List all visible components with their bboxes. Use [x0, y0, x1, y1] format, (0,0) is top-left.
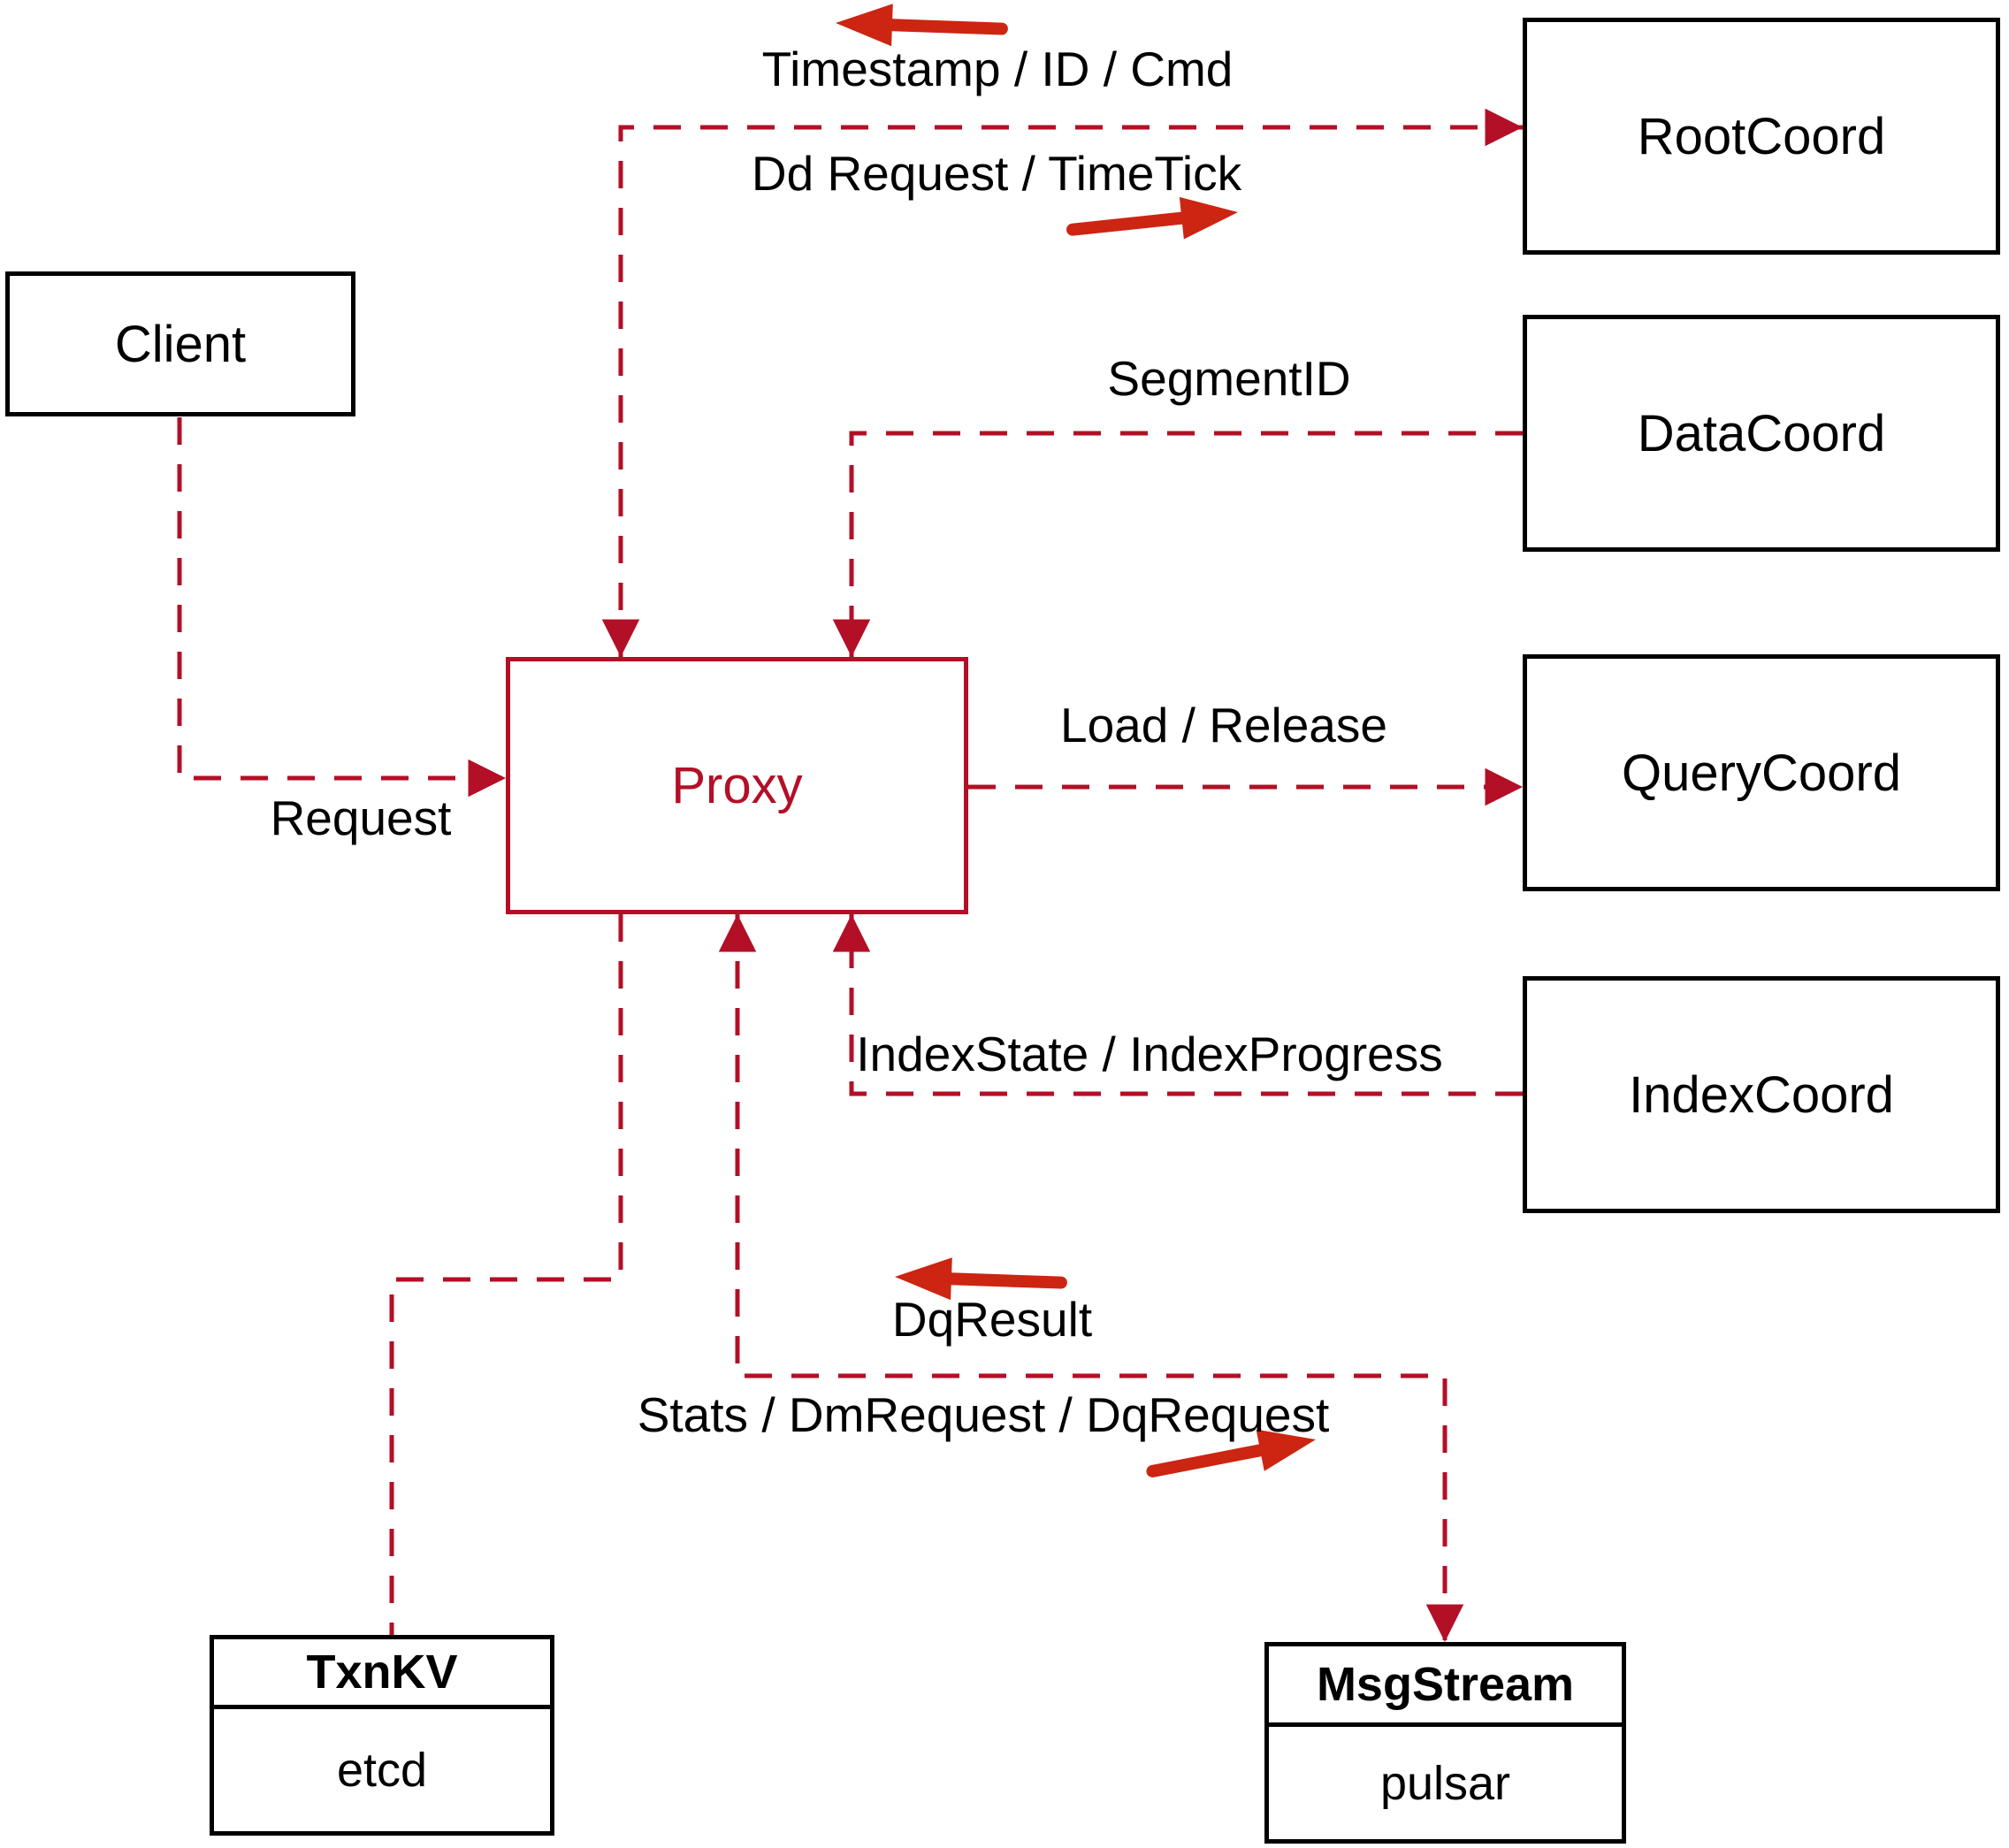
node-indexcoord: IndexCoord	[1523, 976, 2000, 1213]
node-client: Client	[5, 271, 355, 416]
arrow-right-stats-icon	[1146, 1429, 1316, 1478]
node-datacoord: DataCoord	[1523, 315, 2000, 552]
edge-label-dq-result: DqResult	[891, 1292, 1093, 1347]
edge-label-request: Request	[270, 790, 452, 845]
edge-label-dd-request: Dd Request / TimeTick	[751, 146, 1242, 201]
edge-label-segment-id: SegmentID	[1107, 351, 1351, 406]
arrow-right-dd-request-icon	[1066, 196, 1238, 240]
node-txnkv-impl: etcd	[214, 1709, 550, 1831]
node-txnkv-title: TxnKV	[214, 1639, 550, 1709]
edge-proxy-to-txnkv	[389, 914, 623, 1635]
node-proxy-label: Proxy	[671, 757, 803, 814]
node-indexcoord-label: IndexCoord	[1629, 1065, 1894, 1124]
node-client-label: Client	[114, 315, 247, 373]
edge-label-index-state: IndexState / IndexProgress	[856, 1027, 1443, 1081]
node-datacoord-label: DataCoord	[1637, 404, 1886, 462]
node-querycoord-label: QueryCoord	[1622, 744, 1901, 802]
edge-label-timestamp: Timestamp / ID / Cmd	[761, 42, 1234, 96]
edge-client-to-proxy	[177, 417, 506, 798]
node-msgstream: MsgStream pulsar	[1264, 1642, 1626, 1844]
node-txnkv: TxnKV etcd	[210, 1635, 554, 1836]
arrow-left-timestamp-icon	[836, 4, 1008, 47]
edge-proxy-rootcoord	[601, 108, 1523, 657]
edge-label-stats: Stats / DmRequest / DqRequest	[637, 1387, 1330, 1442]
node-rootcoord-label: RootCoord	[1637, 107, 1886, 165]
node-proxy: Proxy	[506, 657, 968, 914]
node-msgstream-impl-text: pulsar	[1379, 1756, 1511, 1810]
edge-label-load-release: Load / Release	[1060, 698, 1387, 752]
node-msgstream-title-text: MsgStream	[1316, 1658, 1575, 1711]
arrow-left-dqresult-icon	[895, 1257, 1067, 1301]
node-msgstream-impl: pulsar	[1269, 1727, 1622, 1839]
edge-proxy-msgstream	[718, 914, 1464, 1642]
node-msgstream-title: MsgStream	[1269, 1646, 1622, 1727]
node-txnkv-title-text: TxnKV	[306, 1646, 458, 1699]
node-txnkv-impl-text: etcd	[336, 1744, 428, 1797]
node-rootcoord: RootCoord	[1523, 18, 2000, 255]
node-querycoord: QueryCoord	[1523, 654, 2000, 891]
edge-datacoord-to-proxy	[832, 431, 1523, 657]
